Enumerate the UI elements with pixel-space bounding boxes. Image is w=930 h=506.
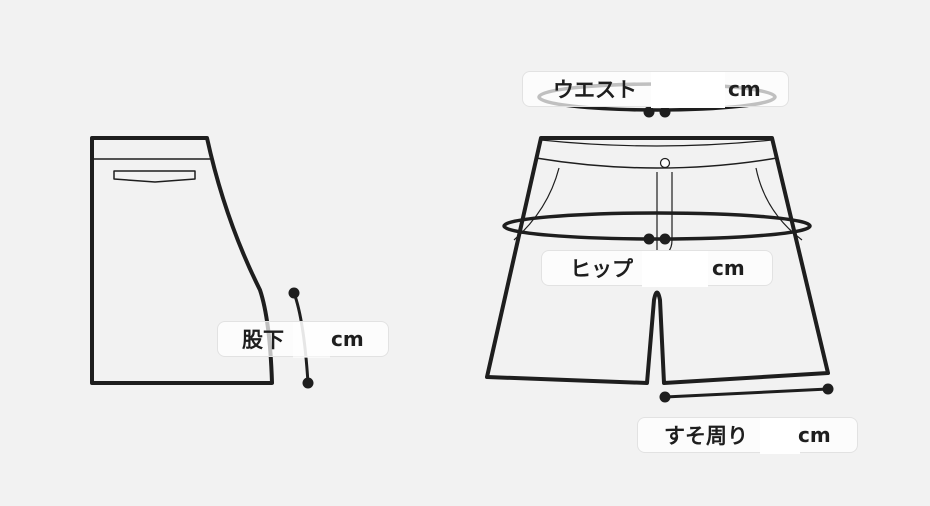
hip-dot-left [643, 233, 655, 245]
side-pocket [113, 170, 196, 183]
inseam-label: 股下 cm [217, 321, 389, 358]
waist-label-text: ウエスト [553, 78, 637, 102]
hem-input[interactable] [760, 418, 800, 454]
hem-dot-left [659, 391, 671, 403]
inseam-label-text: 股下 [242, 328, 284, 352]
left-pocket [513, 167, 560, 241]
hip-dot-right [659, 233, 671, 245]
hem-label: すそ周り cm [637, 417, 858, 454]
hem-label-text: すそ周り [664, 424, 748, 448]
waist-input[interactable] [651, 72, 725, 108]
inseam-input[interactable] [293, 322, 330, 358]
waist-dot-right [659, 106, 671, 118]
hip-input[interactable] [642, 251, 708, 287]
inseam-dot-top [288, 287, 300, 299]
inseam-unit: cm [331, 327, 364, 351]
side-view-outline [90, 136, 274, 385]
waist-unit: cm [728, 77, 761, 101]
waistband-lower-line [535, 157, 778, 169]
hip-unit: cm [712, 256, 745, 280]
hem-dot-right [822, 383, 834, 395]
hem-measure-line [664, 387, 829, 399]
right-pocket [755, 167, 803, 241]
waistband-upper-line [540, 139, 773, 147]
hip-label: ヒップ cm [541, 250, 773, 287]
hem-unit: cm [798, 423, 831, 447]
button-icon [659, 157, 671, 169]
front-view-outline [485, 136, 830, 385]
inseam-dot-bottom [302, 377, 314, 389]
waist-dot-left [643, 106, 655, 118]
hip-label-text: ヒップ [570, 257, 633, 281]
hip-measure-ellipse [502, 211, 812, 241]
waist-label: ウエスト cm [522, 71, 789, 108]
